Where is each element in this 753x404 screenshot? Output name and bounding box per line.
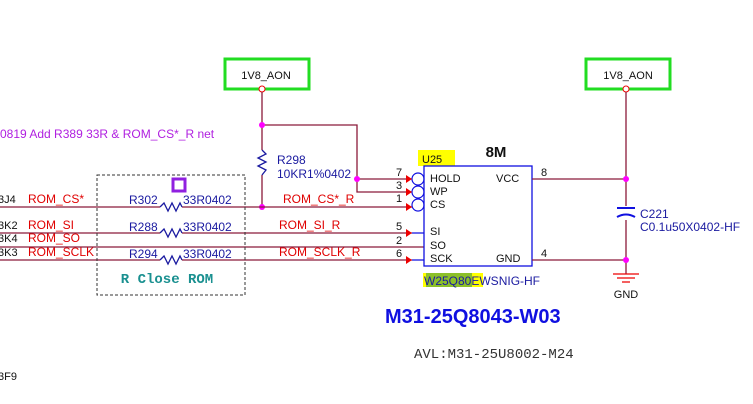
r288-ref: R288 (129, 220, 158, 234)
pin-name: SCK (430, 253, 453, 265)
capacitor-c221 (616, 207, 636, 218)
power-net-left: 1V8_AON (241, 70, 291, 82)
pin-name: HOLD (430, 173, 461, 185)
group-label: R Close ROM (121, 272, 213, 288)
pin-number: 3 (396, 180, 402, 192)
r288-value: 33R0402 (183, 220, 232, 234)
pin-number: 6 (396, 248, 402, 260)
power-net-right: 1V8_AON (603, 70, 653, 82)
c221-ref: C221 (640, 207, 669, 221)
chip-part: W25Q80EWSNIG-HF (424, 274, 540, 288)
pin-number: 7 (396, 167, 402, 179)
resistor-r288 (159, 227, 183, 239)
ref-highlight (418, 150, 455, 166)
junction (259, 122, 265, 128)
group-box (96, 174, 246, 296)
offpage-ref: 3K4 (0, 233, 18, 245)
pin-name: SO (430, 240, 446, 252)
pin-name: SI (430, 226, 440, 238)
r294-value: 33R0402 (183, 247, 232, 261)
chip-ref: U25 (422, 154, 442, 166)
r302-ref: R302 (129, 193, 158, 207)
pin-number: 4 (541, 248, 547, 260)
pin-number: 2 (396, 235, 402, 247)
resistor-r298 (256, 149, 268, 176)
chip-body (423, 165, 533, 267)
power-pin-right (622, 85, 630, 93)
series-resistors (159, 201, 183, 266)
pin-name: GND (496, 253, 521, 265)
r298-value: 10KR1%0402 (277, 167, 351, 181)
part-number: M31-25Q8043-W03 (385, 306, 561, 328)
net-rom-sclk-r: ROM_SCLK_R (279, 245, 361, 259)
pin-number: 5 (396, 221, 402, 233)
avl-number: AVL:M31-25U8002-M24 (414, 347, 574, 363)
power-label-left (223, 57, 311, 91)
part-highlight-overlap (426, 273, 472, 287)
resistor-r302 (159, 201, 183, 213)
net-rom-cs: ROM_CS* (28, 192, 84, 206)
offpage-ref: 3F9 (0, 371, 17, 383)
offpage-ref: 3K3 (0, 247, 18, 259)
junction (354, 176, 360, 182)
marker-square (171, 177, 187, 193)
junction (623, 176, 629, 182)
junction (623, 257, 629, 263)
r298-ref: R298 (277, 153, 306, 167)
pin-number: 8 (541, 167, 547, 179)
offpage-ref: 3K2 (0, 220, 18, 232)
ground-label: GND (614, 289, 639, 301)
pin-number: 1 (396, 193, 402, 205)
net-rom-si-r: ROM_SI_R (279, 218, 341, 232)
resistor-r294 (159, 254, 183, 266)
net-rom-cs-r: ROM_CS*_R (283, 192, 355, 206)
net-rom-si: ROM_SI (28, 218, 74, 232)
c221-value: C0.1u50X0402-HF (640, 220, 740, 234)
pin-name: CS (430, 199, 445, 211)
revision-note: 0819 Add R389 33R & ROM_CS*_R net (0, 127, 215, 141)
net-rom-sclk: ROM_SCLK (28, 245, 94, 259)
net-rom-so: ROM_SO (28, 231, 80, 245)
pin-arrows (406, 175, 412, 264)
ground-icon (613, 273, 639, 283)
chip-size: 8M (486, 144, 507, 161)
inverted-pin-bubbles (411, 172, 425, 212)
pin-name: WP (430, 186, 448, 198)
power-pin-left (258, 85, 266, 93)
pin-name: VCC (496, 173, 519, 185)
offpage-ref: 3J4 (0, 194, 16, 206)
r294-ref: R294 (129, 247, 158, 261)
r302-value: 33R0402 (183, 193, 232, 207)
